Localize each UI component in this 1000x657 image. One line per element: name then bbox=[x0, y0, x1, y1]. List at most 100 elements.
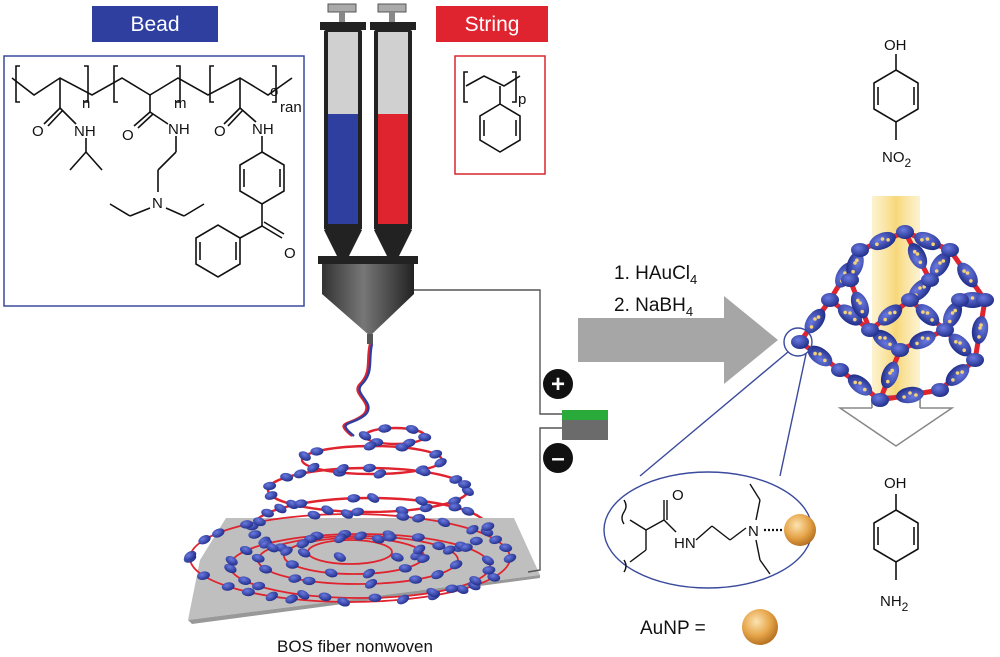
svg-text:+: + bbox=[551, 371, 565, 398]
fiber-bead bbox=[469, 576, 482, 586]
network-bead bbox=[847, 374, 873, 396]
fiber-bead bbox=[266, 543, 279, 553]
fiber-bead bbox=[252, 581, 266, 591]
fiber-bead bbox=[378, 424, 392, 433]
network-node bbox=[976, 293, 994, 307]
fiber-bead bbox=[396, 594, 410, 605]
svg-text:O: O bbox=[214, 123, 226, 140]
fiber-bead bbox=[285, 560, 299, 569]
string-polymer-structure bbox=[454, 55, 546, 175]
fiber-bead bbox=[184, 550, 197, 561]
network-node bbox=[941, 243, 959, 257]
network-node bbox=[871, 393, 889, 407]
fiber-bead bbox=[288, 574, 302, 583]
reaction-steps: 1. HAuCl4 2. NaBH4 bbox=[614, 263, 697, 319]
svg-text:NH2: NH2 bbox=[880, 593, 909, 614]
fiber-bead bbox=[253, 517, 266, 527]
fiber-bead bbox=[264, 491, 278, 500]
network-node bbox=[791, 335, 809, 349]
fiber-bead bbox=[390, 552, 404, 562]
fiber-network bbox=[791, 225, 994, 407]
string-tab: String bbox=[436, 6, 548, 42]
network-node bbox=[951, 293, 969, 307]
magnifier-callout bbox=[603, 327, 813, 589]
fiber-bead bbox=[285, 594, 298, 604]
blue-syringe bbox=[320, 3, 366, 258]
svg-text:O: O bbox=[122, 127, 134, 144]
bead-polymer-structure bbox=[3, 55, 305, 307]
fiber-bead bbox=[469, 536, 483, 546]
network-bead bbox=[948, 333, 972, 357]
svg-text:m: m bbox=[174, 95, 187, 112]
red-syringe bbox=[370, 3, 416, 258]
svg-text:NH: NH bbox=[252, 121, 274, 138]
nitrophenol-structure bbox=[873, 54, 919, 140]
bead-label: Bead bbox=[130, 13, 179, 36]
fiber-bead bbox=[411, 533, 425, 542]
fiber-bead bbox=[225, 555, 238, 566]
fiber-bead bbox=[274, 503, 287, 514]
aunp-legend-sphere bbox=[742, 609, 778, 645]
svg-text:o: o bbox=[270, 83, 278, 100]
svg-text:NH: NH bbox=[168, 121, 190, 138]
inset-gold-nanoparticle bbox=[784, 514, 816, 546]
network-bead bbox=[915, 304, 940, 326]
process-arrow bbox=[578, 296, 778, 384]
inset-text: O HN N bbox=[672, 487, 759, 552]
circuit-wire bbox=[414, 289, 564, 573]
fiber-bead bbox=[197, 571, 210, 581]
minus-terminal: – bbox=[543, 443, 573, 473]
fiber-bead bbox=[503, 553, 517, 563]
fiber-bead bbox=[487, 572, 501, 582]
nonwoven-caption: BOS fiber nonwoven bbox=[277, 637, 433, 656]
network-node bbox=[896, 225, 914, 239]
network-bead bbox=[804, 308, 826, 334]
svg-text:2. NaBH4: 2. NaBH4 bbox=[614, 295, 693, 319]
fiber-bead bbox=[263, 481, 277, 491]
plus-terminal: + bbox=[543, 369, 573, 399]
fiber-bead bbox=[293, 469, 307, 479]
fiber-bead bbox=[466, 524, 479, 535]
network-bead bbox=[846, 251, 864, 279]
fiber-bead bbox=[449, 475, 463, 484]
fiber-bead bbox=[364, 578, 378, 589]
fiber-bead bbox=[296, 539, 310, 549]
fiber-bead bbox=[221, 582, 235, 591]
fiber-bead bbox=[334, 533, 347, 544]
fiber-bead bbox=[307, 462, 320, 473]
network-bead bbox=[929, 252, 951, 278]
fiber-bead bbox=[398, 564, 412, 573]
fiber-bead bbox=[458, 480, 472, 489]
svg-text:NO2: NO2 bbox=[882, 149, 912, 170]
fiber-bead bbox=[307, 510, 321, 520]
fiber-bead bbox=[302, 576, 316, 586]
fiber-bead bbox=[337, 597, 350, 607]
network-bead bbox=[945, 364, 970, 386]
network-node bbox=[831, 363, 849, 377]
fiber-bead bbox=[241, 587, 255, 597]
fiber-bead bbox=[280, 472, 294, 482]
fiber-bead bbox=[426, 587, 439, 598]
fiber-bead bbox=[224, 563, 237, 574]
network-node bbox=[891, 343, 909, 357]
network-bead bbox=[869, 231, 896, 251]
spinneret-nozzle bbox=[318, 256, 418, 344]
fiber-bead bbox=[333, 552, 346, 562]
fiber-bead bbox=[358, 431, 372, 441]
inset-structure bbox=[621, 483, 784, 575]
network-bead bbox=[907, 243, 928, 269]
string-label: String bbox=[465, 13, 520, 36]
fiber-bead bbox=[429, 449, 443, 459]
bead-tab: Bead bbox=[92, 6, 218, 42]
fiber-bead bbox=[409, 575, 422, 584]
fiber-bead bbox=[354, 531, 367, 541]
nitrophenol-text: OH NO2 bbox=[882, 37, 912, 170]
fiber-bead bbox=[499, 543, 513, 553]
fiber-bead bbox=[431, 570, 444, 580]
fiber-bead bbox=[412, 513, 426, 523]
network-bead bbox=[957, 262, 978, 288]
fiber-bead bbox=[265, 591, 278, 602]
network-node bbox=[841, 273, 859, 287]
fiber-bead bbox=[459, 543, 473, 552]
